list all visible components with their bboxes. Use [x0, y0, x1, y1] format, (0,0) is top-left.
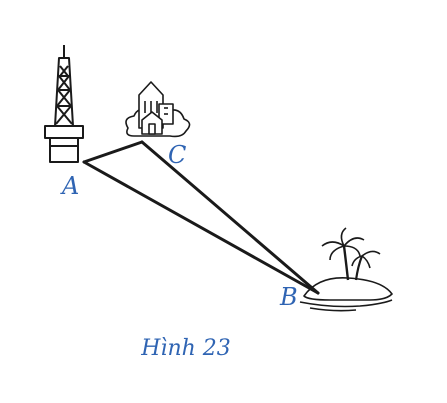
- figure-caption: Hình 23: [140, 336, 231, 361]
- label-b: B: [279, 283, 298, 311]
- segment-cb: [140, 140, 320, 295]
- label-c: C: [168, 141, 186, 169]
- island-icon: [299, 227, 393, 312]
- segment-ab: [82, 160, 320, 295]
- triangle: [82, 140, 320, 295]
- segment-ac: [82, 140, 144, 164]
- building-icon: [125, 81, 191, 138]
- label-a: A: [60, 172, 79, 200]
- tower-icon: [44, 45, 84, 163]
